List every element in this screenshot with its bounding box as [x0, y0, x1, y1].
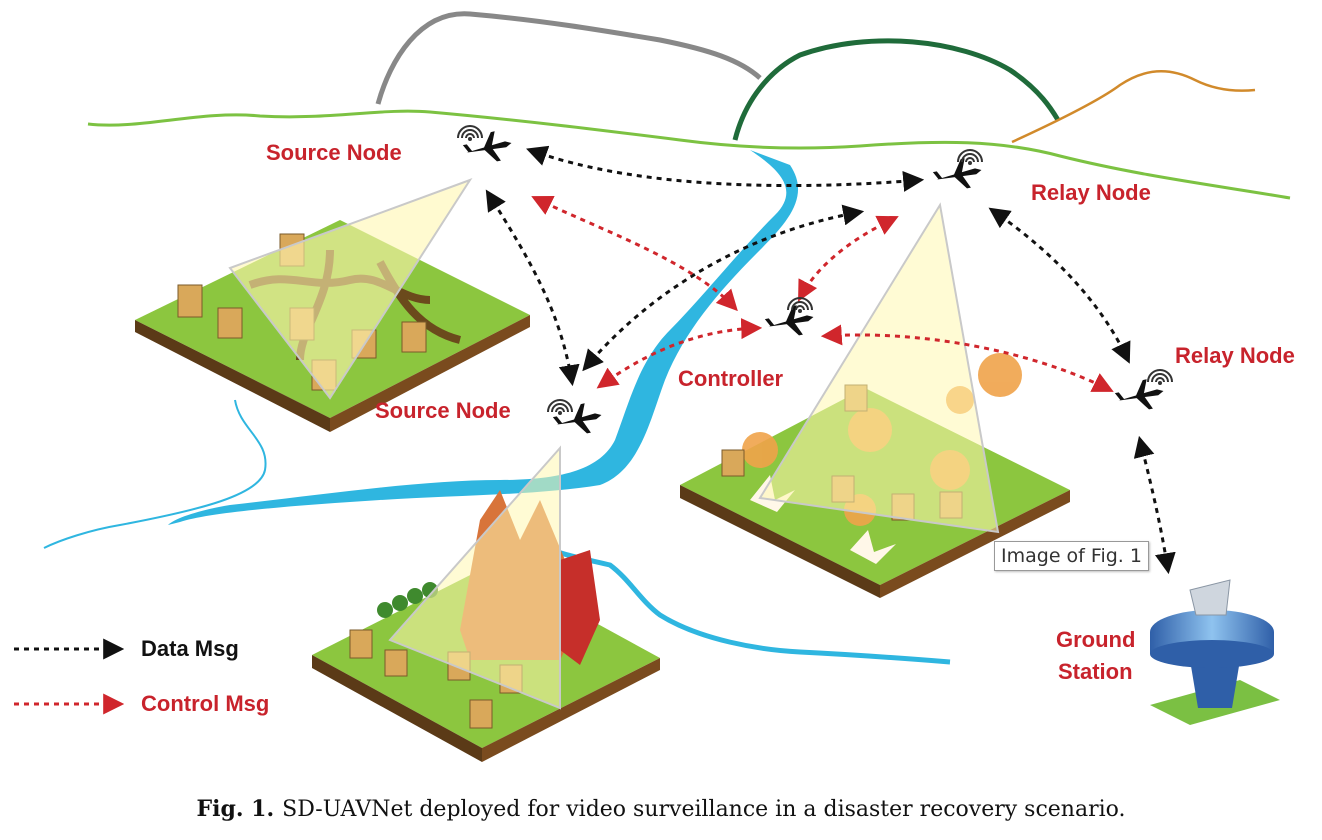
stream-bottom [538, 542, 951, 665]
control-link-controller-relay1 [798, 215, 899, 302]
mountain-ridge-dark-green [732, 38, 1061, 141]
figure-caption-text: SD-UAVNet deployed for video surveillanc… [282, 797, 1126, 822]
figure-label: Fig. 1. [196, 796, 275, 822]
control-link-controller-source1 [531, 195, 738, 312]
legend-control-msg: Control Msg [141, 691, 270, 716]
image-tooltip: Image of Fig. 1 [994, 541, 1149, 571]
data-link-source2-relay1 [582, 204, 865, 372]
label-source-node-2: Source Node [375, 398, 511, 423]
label-ground-station-line2: Station [1058, 659, 1133, 684]
data-link-relay1-relay2 [988, 207, 1131, 364]
label-source-node-1: Source Node [266, 140, 402, 165]
mountain-ridge-grey [375, 11, 762, 105]
figure-caption: Fig. 1. SD-UAVNet deployed for video surv… [0, 796, 1322, 822]
label-controller: Controller [678, 366, 784, 391]
data-link-source1-source2 [485, 189, 580, 387]
view-cone-source-1 [228, 178, 473, 400]
uav-icon-source-2 [551, 400, 605, 440]
river [168, 150, 799, 525]
data-link-source1-relay1 [526, 145, 925, 192]
diagram-canvas [14, 11, 1291, 762]
label-relay-node-1: Relay Node [1031, 180, 1151, 205]
horizon-green [87, 109, 1291, 200]
wifi-icon-source-2 [547, 399, 573, 416]
stream-left [43, 399, 267, 549]
mountain-ridge-orange [1011, 70, 1256, 144]
ground-station-icon [1150, 579, 1280, 725]
wifi-icon-relay-2 [1147, 369, 1173, 386]
view-cone-relay-1 [758, 202, 1000, 534]
label-relay-node-2: Relay Node [1175, 343, 1295, 368]
label-ground-station-line1: Ground [1056, 627, 1136, 652]
control-link-controller-source2 [596, 318, 763, 389]
legend-data-msg: Data Msg [141, 636, 239, 661]
data-link-relay2-ground [1133, 435, 1176, 575]
wifi-icon-source-1 [457, 125, 483, 142]
view-cone-source-2 [388, 445, 561, 710]
